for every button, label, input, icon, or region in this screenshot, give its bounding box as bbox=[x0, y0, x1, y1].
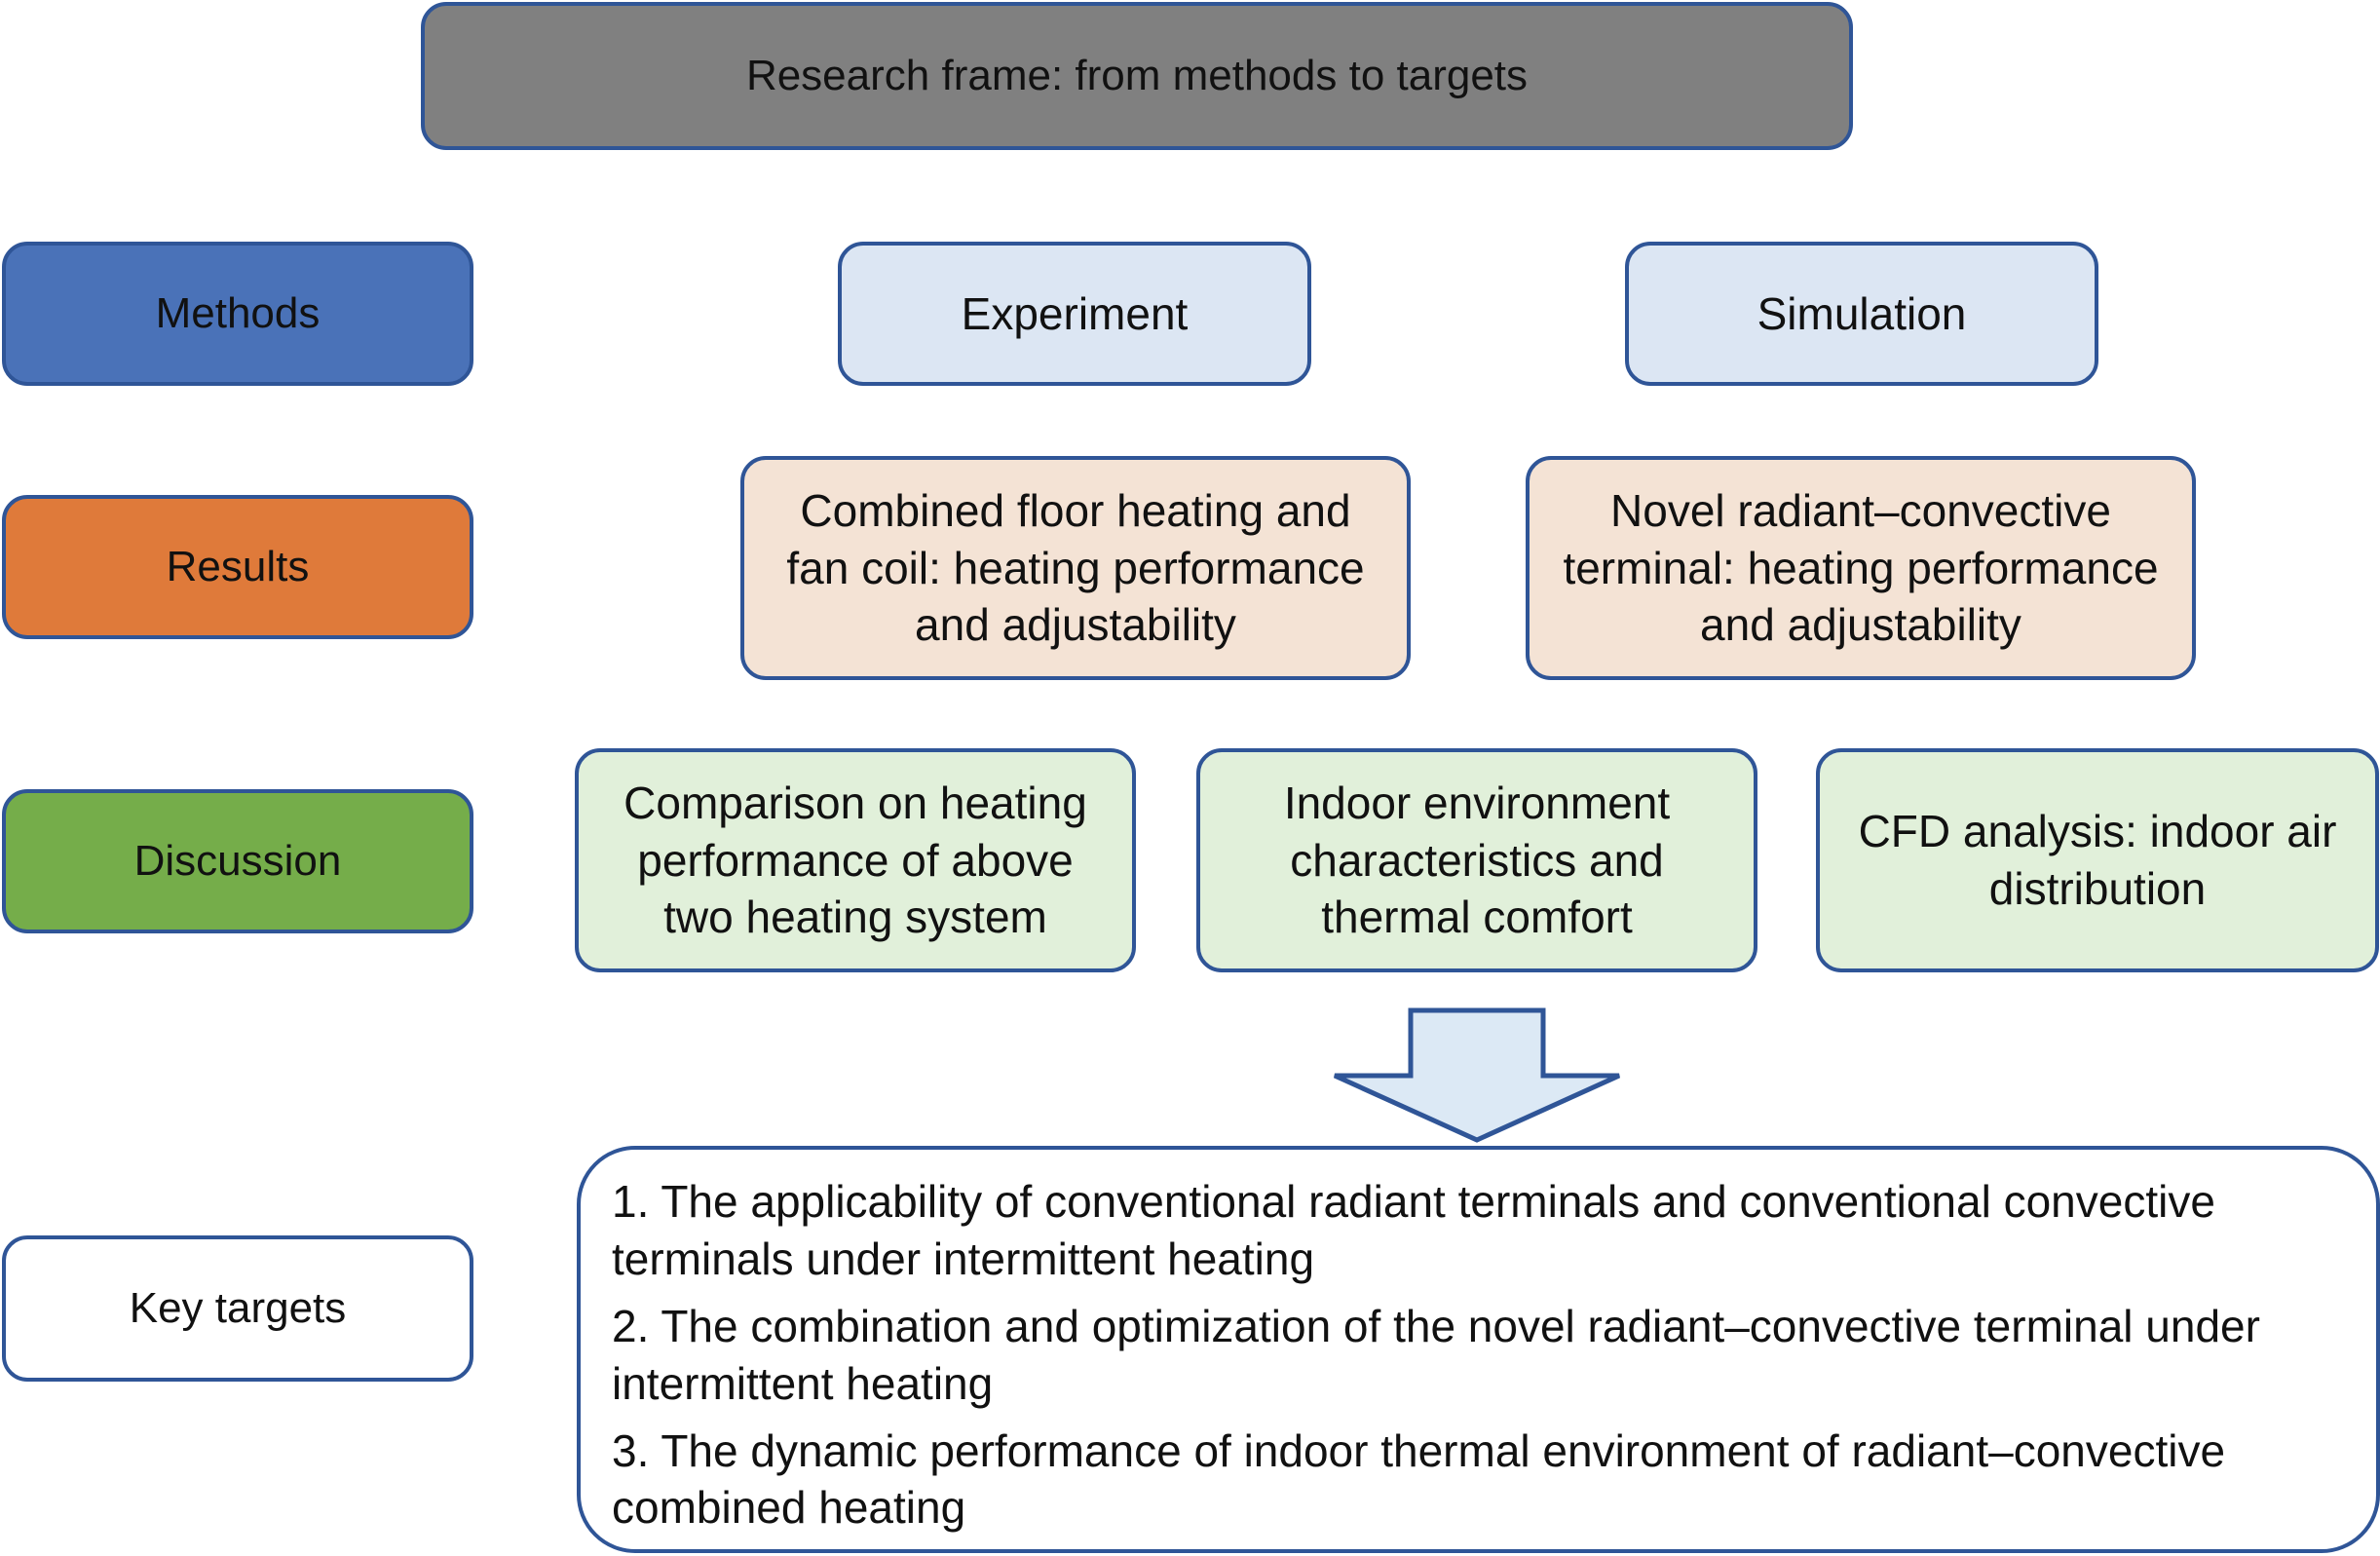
result-simulation-box: Novel radiant–convective terminal: heati… bbox=[1526, 456, 2196, 680]
experiment-box: Experiment bbox=[838, 242, 1311, 386]
discussion-environment-text: Indoor environment characteristics and t… bbox=[1283, 777, 1671, 943]
methods-label-box: Methods bbox=[2, 242, 473, 386]
discussion-label: Discussion bbox=[133, 836, 342, 885]
key-target-item: 3. The dynamic performance of indoor the… bbox=[612, 1424, 2226, 1534]
result-experiment-box: Combined floor heating and fan coil: hea… bbox=[740, 456, 1411, 680]
key-targets-label: Key targets bbox=[129, 1283, 347, 1332]
experiment-text: Experiment bbox=[961, 287, 1189, 339]
discussion-environment-box: Indoor environment characteristics and t… bbox=[1196, 748, 1757, 972]
key-target-item: 2. The combination and optimization of t… bbox=[612, 1300, 2260, 1409]
title-box: Research frame: from methods to targets bbox=[421, 2, 1853, 150]
result-simulation-text: Novel radiant–convective terminal: heati… bbox=[1563, 484, 2159, 651]
discussion-comparison-text: Comparison on heating performance of abo… bbox=[623, 777, 1087, 943]
key-targets-label-box: Key targets bbox=[2, 1235, 473, 1382]
discussion-comparison-box: Comparison on heating performance of abo… bbox=[575, 748, 1136, 972]
discussion-label-box: Discussion bbox=[2, 789, 473, 933]
discussion-cfd-box: CFD analysis: indoor air distribution bbox=[1816, 748, 2379, 972]
key-target-item: 1. The applicability of conventional rad… bbox=[612, 1176, 2215, 1284]
result-experiment-text: Combined floor heating and fan coil: hea… bbox=[786, 484, 1365, 651]
results-label: Results bbox=[166, 542, 310, 590]
simulation-box: Simulation bbox=[1625, 242, 2098, 386]
discussion-cfd-text: CFD analysis: indoor air distribution bbox=[1858, 806, 2337, 914]
down-arrow-icon bbox=[1333, 1007, 1621, 1143]
simulation-text: Simulation bbox=[1757, 287, 1967, 339]
key-targets-box: 1. The applicability of conventional rad… bbox=[577, 1146, 2380, 1553]
results-label-box: Results bbox=[2, 495, 473, 639]
title-text: Research frame: from methods to targets bbox=[745, 51, 1529, 99]
methods-label: Methods bbox=[155, 288, 321, 337]
